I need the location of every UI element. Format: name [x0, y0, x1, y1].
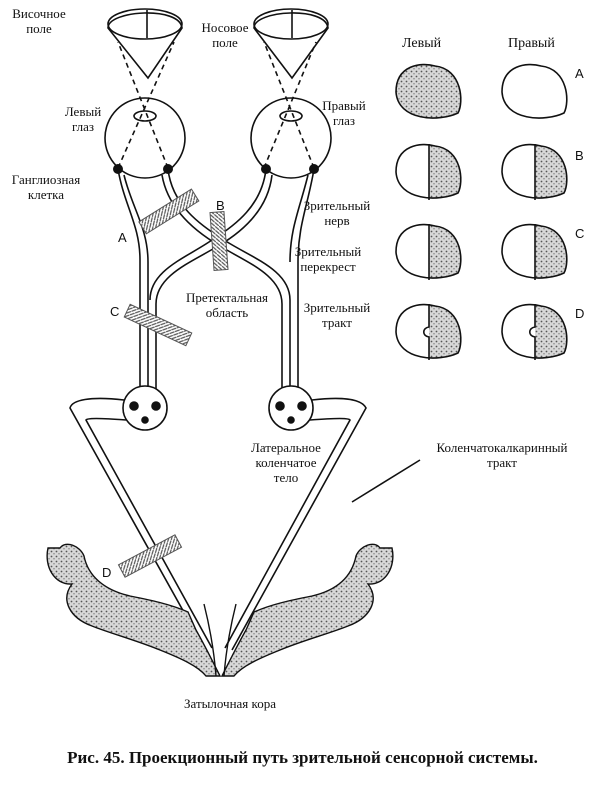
field-c-right: [501, 223, 568, 280]
field-row-letter-d: D: [575, 306, 585, 321]
label-chiasm: Зрительный перекрест: [294, 244, 362, 274]
field-header-left: Левый: [402, 36, 442, 51]
visual-field-defects: [395, 63, 568, 360]
right-eye: [250, 97, 332, 179]
lesion-b: [209, 211, 229, 271]
left-eye: [104, 97, 186, 179]
field-b-right: [501, 143, 568, 200]
label-nasal-field: Носовое поле: [201, 20, 249, 50]
field-d-right: [501, 303, 568, 360]
lesion-letter-a: A: [118, 230, 127, 245]
label-temporal-field: Височное поле: [12, 6, 66, 36]
label-left-eye: Левый глаз: [64, 104, 102, 134]
lesion-a: [138, 188, 200, 235]
lesion-d: [117, 534, 183, 578]
field-row-letter-b: B: [575, 148, 584, 163]
label-right-eye: Правый глаз: [322, 98, 366, 128]
field-row-letter-c: C: [575, 226, 585, 241]
lesion-letter-c: C: [110, 304, 120, 319]
label-pretectal: Претектальная область: [185, 290, 269, 320]
field-b-left: [395, 143, 462, 200]
left-visual-field: [107, 8, 183, 80]
figure-caption: Рис. 45. Проекционный путь зрительной се…: [67, 748, 538, 767]
occipital-cortex: [46, 543, 394, 677]
label-optic-tract: Зрительный тракт: [303, 300, 371, 330]
lateral-geniculate-bodies: [122, 385, 314, 431]
optic-radiations: [69, 397, 421, 651]
lesion-c: [123, 303, 193, 347]
projection-lines: [117, 41, 317, 169]
lesion-letter-d: D: [102, 565, 112, 580]
label-occipital-cortex: Затылочная кора: [184, 696, 276, 711]
lesion-bars: [117, 188, 229, 578]
label-ganglion-cell: Ганглиозная клетка: [11, 172, 81, 202]
right-visual-field: [253, 8, 329, 80]
ganglion-cells: [113, 164, 319, 174]
label-optic-nerve: Зрительный нерв: [303, 198, 371, 228]
field-d-left: [395, 303, 462, 360]
field-row-letter-a: A: [575, 66, 584, 81]
field-header-right: Правый: [508, 36, 555, 51]
label-geniculocalcarine: Коленчатокалкаринный тракт: [436, 440, 568, 470]
lesion-letter-b: B: [216, 198, 225, 213]
label-lgn: Латеральное коленчатое тело: [251, 440, 321, 485]
field-c-left: [395, 223, 462, 280]
field-a-left: [395, 63, 462, 119]
field-a-right: [501, 63, 568, 119]
